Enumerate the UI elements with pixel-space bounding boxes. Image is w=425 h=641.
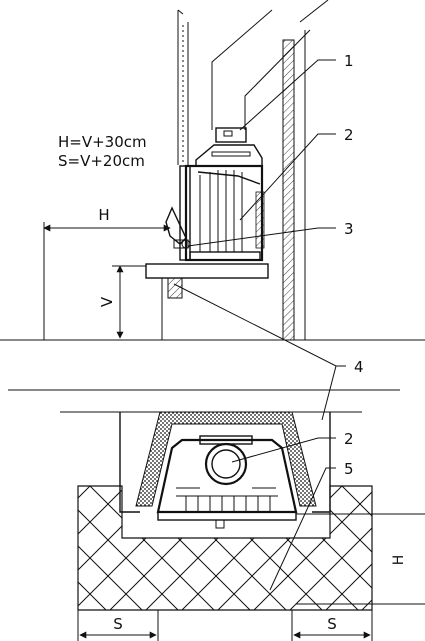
- plan-view: H S S: [8, 389, 425, 641]
- h-formula: H=V+30cm: [58, 133, 147, 151]
- v-side-label: V: [98, 296, 116, 307]
- fireplace-insert: [165, 127, 265, 262]
- h-plan-label: H: [391, 555, 407, 566]
- leader-1: [239, 59, 336, 131]
- side-elevation: H V H=V+30cm S=V+20cm: [0, 0, 425, 341]
- hood-outline: [211, 9, 273, 130]
- s-formula: S=V+20cm: [58, 152, 145, 170]
- insert-outlet-collar: [215, 127, 247, 143]
- callout-3: 3: [344, 220, 354, 238]
- leader-5: [269, 467, 336, 591]
- callout-2-plan: 2: [344, 430, 354, 448]
- flue-collar: [204, 442, 248, 486]
- hood-inner-outline: [244, 29, 311, 130]
- support-block: [167, 277, 183, 299]
- support-slab: [145, 263, 269, 279]
- rear-wall-insulation: [282, 39, 295, 341]
- callouts: 1 2 3 4 2 5: [173, 52, 364, 591]
- leader-4: [173, 283, 346, 367]
- h-side-label: H: [98, 206, 109, 224]
- callout-4: 4: [354, 358, 364, 376]
- callout-5: 5: [344, 460, 354, 478]
- masonry-surround: [77, 485, 373, 611]
- leader-2-top: [239, 133, 336, 221]
- s-left-label: S: [113, 615, 123, 633]
- leader-2-plan: [231, 437, 336, 463]
- callout-2-top: 2: [344, 126, 354, 144]
- s-right-label: S: [327, 615, 337, 633]
- leader-3: [187, 227, 336, 247]
- callout-1: 1: [344, 52, 354, 70]
